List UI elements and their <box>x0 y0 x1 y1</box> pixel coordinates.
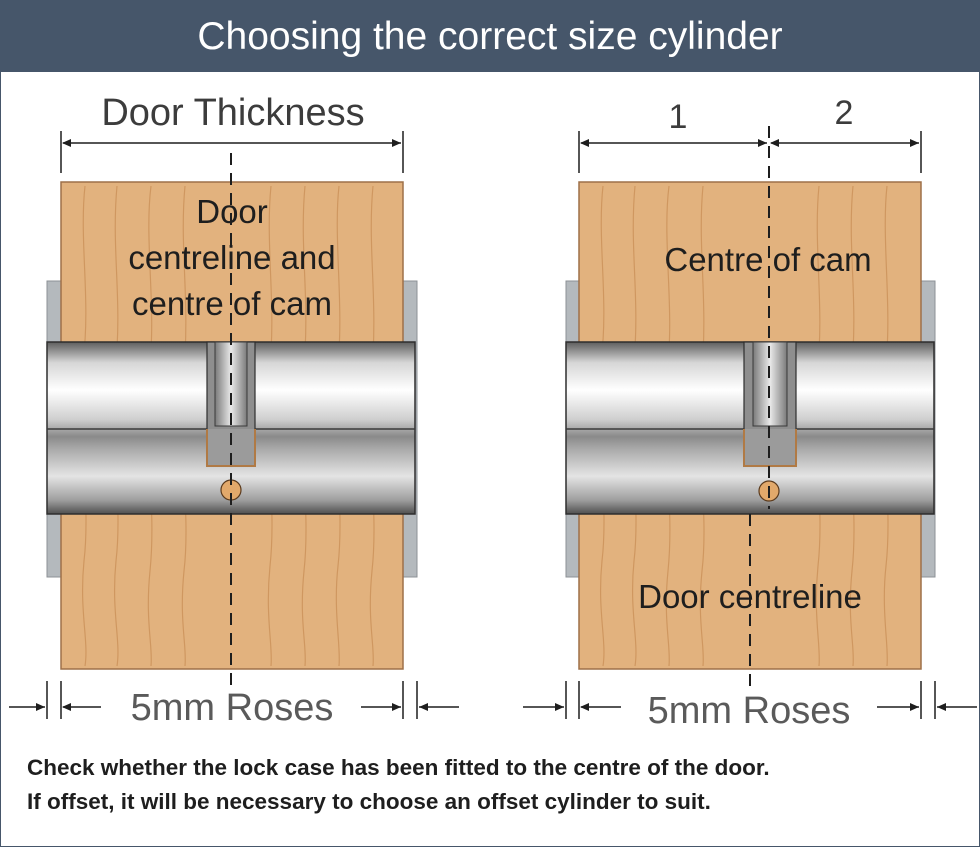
right-door-centreline-label: Door centreline <box>638 578 862 615</box>
left-roses-label: 5mm Roses <box>131 687 334 729</box>
page-title: Choosing the correct size cylinder <box>1 1 979 72</box>
left-centre-label-line2: centreline and <box>128 239 335 276</box>
left-door-thickness-label: Door Thickness <box>101 92 364 134</box>
left-panel: Door Thickness Door centreline and centr… <box>9 92 459 729</box>
cylinder-diagram: Door Thickness Door centreline and centr… <box>9 92 977 732</box>
right-roses-label: 5mm Roses <box>648 690 851 732</box>
caption: Check whether the lock case has been fit… <box>27 751 967 819</box>
caption-line-2: If offset, it will be necessary to choos… <box>27 789 711 814</box>
left-centre-label-line1: Door <box>196 193 268 230</box>
left-centre-label-line3: centre of cam <box>132 285 332 322</box>
right-dimension-2-label: 2 <box>835 94 854 132</box>
right-panel: 1 2 Centre of cam Door centreline 5mm Ro… <box>523 94 977 732</box>
right-dimension-1-label: 1 <box>669 98 688 136</box>
right-cam-label: Centre of cam <box>664 241 871 278</box>
caption-line-1: Check whether the lock case has been fit… <box>27 755 770 780</box>
